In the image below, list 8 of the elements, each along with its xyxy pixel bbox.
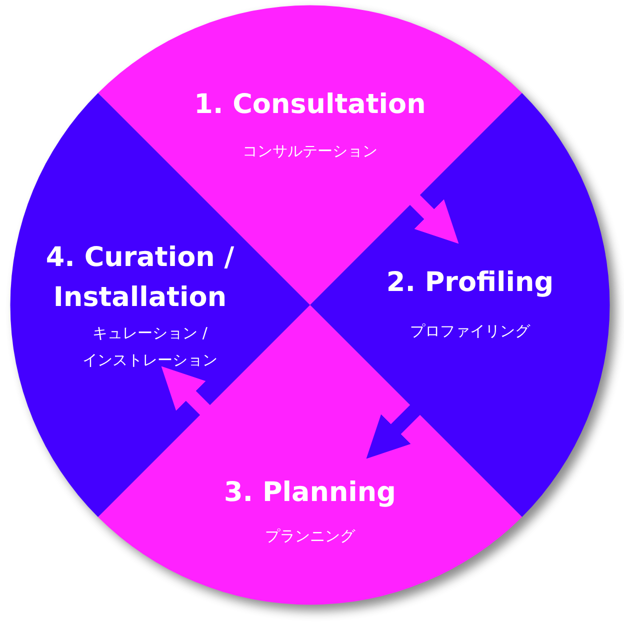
stage-subtitle: プロファイリング <box>409 321 532 342</box>
stage-subtitle: キュレーション / インストレーション <box>82 323 218 371</box>
stage-title: 3. Planning <box>223 476 397 510</box>
stage-title: 1. Consultation <box>193 88 427 122</box>
stage-title: 4. Curation / Installation <box>44 241 236 315</box>
stage-title: 2. Profiling <box>385 266 555 300</box>
stage-subtitle: プランニング <box>264 526 356 547</box>
stage-subtitle: コンサルテーション <box>242 141 378 162</box>
